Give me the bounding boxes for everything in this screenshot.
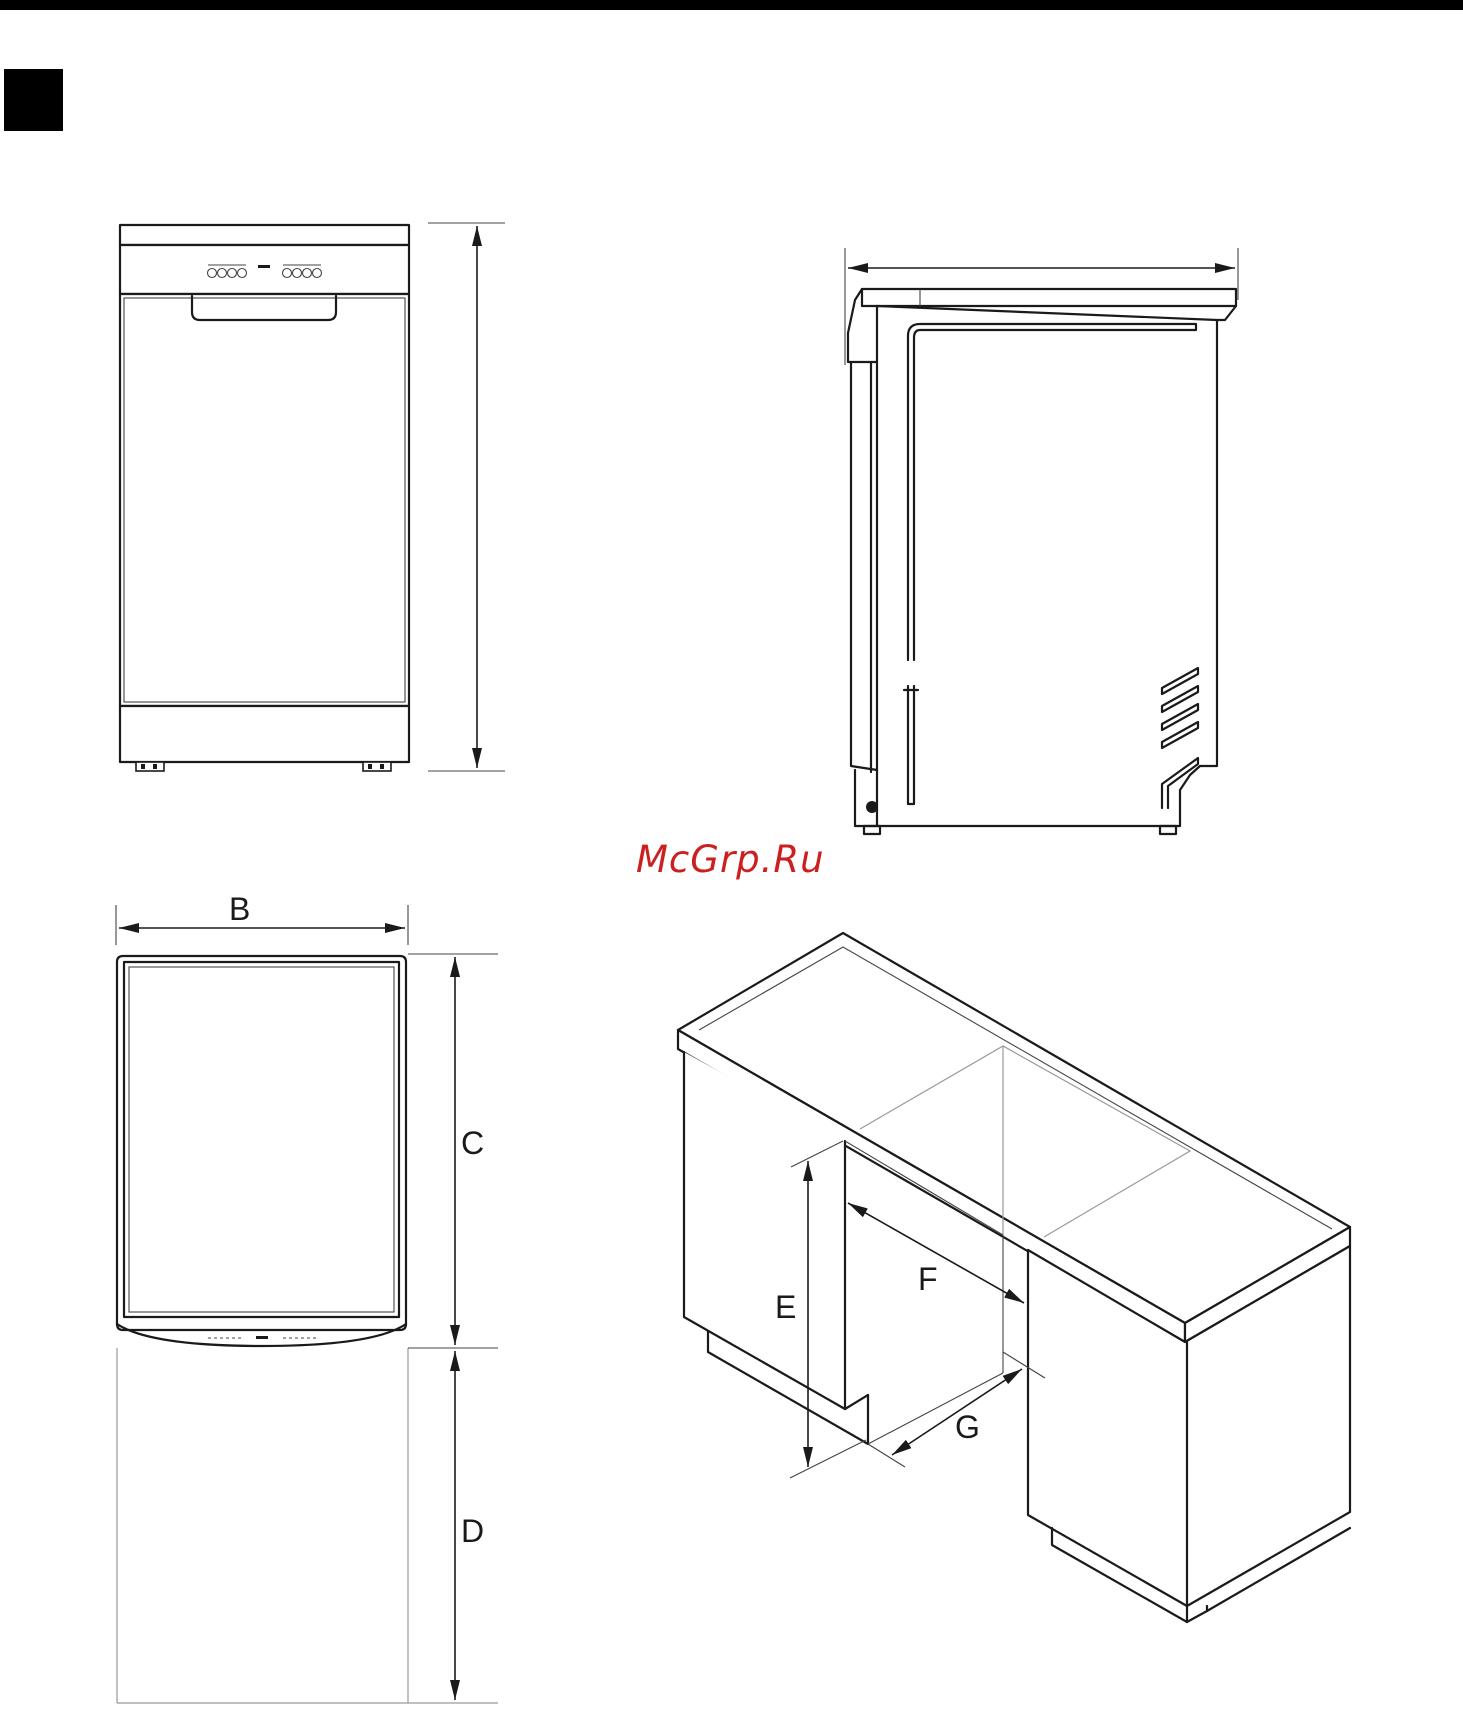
built-in-niche-view: E F G [678, 933, 1350, 1622]
watermark-text: McGrp.Ru [636, 838, 825, 881]
ventilation-slats [1162, 668, 1198, 808]
label-b: B [229, 891, 250, 927]
label-d: D [461, 1513, 484, 1549]
header-bar [0, 0, 1463, 10]
section-marker-square [4, 69, 63, 131]
front-view [120, 223, 505, 771]
door-edge-buttons [208, 1336, 319, 1339]
label-f: F [918, 1261, 938, 1297]
side-view [845, 248, 1238, 834]
label-e: E [775, 1289, 796, 1325]
label-c: C [461, 1125, 484, 1161]
label-g: G [955, 1409, 980, 1445]
open-door-view: B C D [116, 891, 498, 1703]
